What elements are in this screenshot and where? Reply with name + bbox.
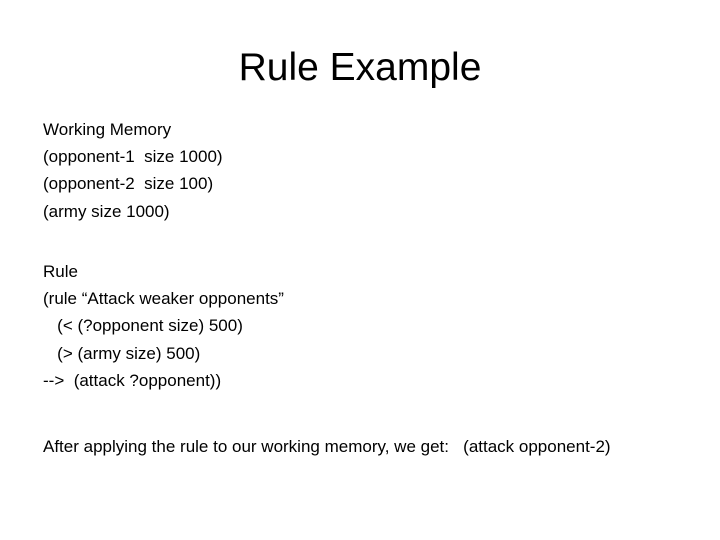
working-memory-heading: Working Memory — [43, 120, 172, 139]
rule-line: (> (army size) 500) — [43, 343, 201, 363]
rule-section: Rule (rule “Attack weaker opponents” (< … — [43, 258, 703, 394]
working-memory-section: Working Memory (opponent-1 size 1000) (o… — [43, 116, 703, 225]
working-memory-fact: (army size 1000) — [43, 201, 170, 221]
rule-line: --> (attack ?opponent)) — [43, 370, 222, 390]
rule-line: (rule “Attack weaker opponents” — [43, 289, 284, 309]
rule-heading: Rule — [43, 262, 78, 281]
result-section: After applying the rule to our working m… — [43, 433, 703, 460]
working-memory-fact: (opponent-2 size 100) — [43, 174, 214, 194]
slide-title: Rule Example — [238, 46, 482, 89]
result-text: After applying the rule to our working m… — [43, 437, 611, 456]
rule-line: (< (?opponent size) 500) — [43, 316, 243, 336]
working-memory-fact: (opponent-1 size 1000) — [43, 147, 223, 167]
